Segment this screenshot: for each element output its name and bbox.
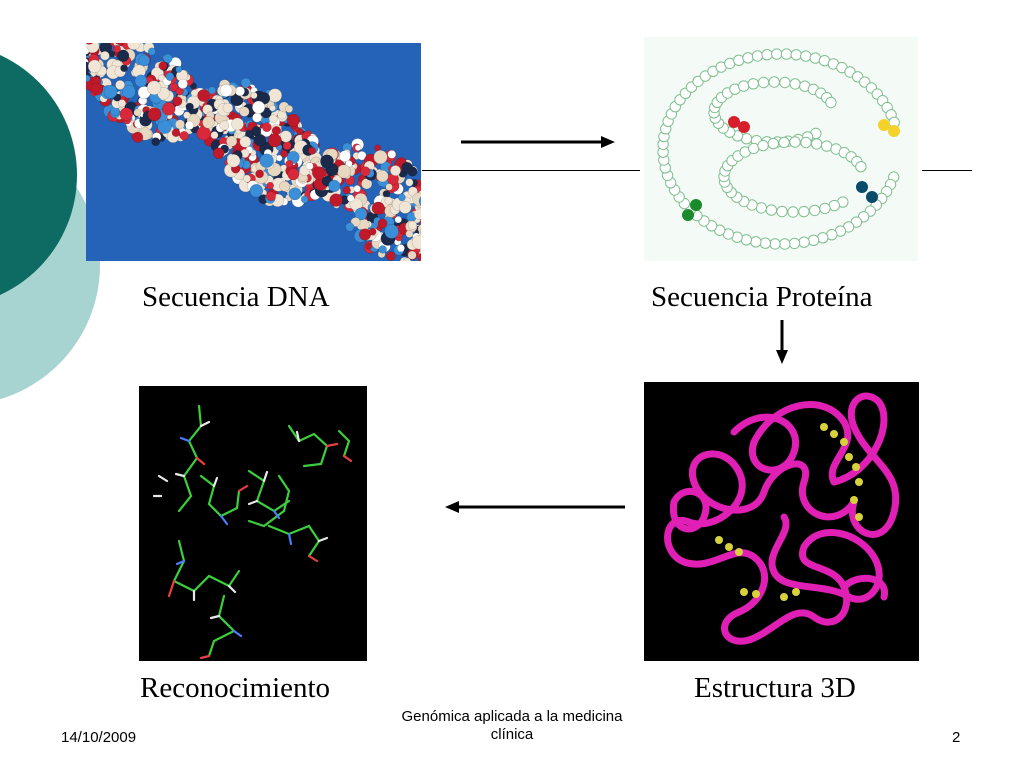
decorative-circles — [0, 55, 100, 400]
caption-dna-sequence: Secuencia DNA — [142, 281, 330, 313]
footer-title-line1: Genómica aplicada a la medicina — [401, 708, 623, 725]
footer-page-number: 2 — [952, 729, 961, 746]
protein-sequence-image — [644, 37, 918, 261]
dna-helix-image — [86, 43, 421, 261]
arrow-left-icon — [445, 501, 625, 513]
molecular-recognition-image — [139, 386, 367, 661]
footer-title: Genómica aplicada a la medicina clínica — [362, 708, 662, 744]
footer-title-line2: clínica — [490, 726, 534, 743]
footer-date: 14/10/2009 — [61, 729, 137, 746]
protein-3d-structure-image — [644, 382, 919, 661]
arrow-right-icon — [461, 136, 615, 148]
divider-line-right — [922, 170, 972, 171]
caption-recognition: Reconocimiento — [140, 672, 331, 704]
caption-structure-3d: Estructura 3D — [694, 672, 856, 704]
arrow-down-icon — [776, 320, 788, 364]
caption-protein-sequence: Secuencia Proteína — [651, 281, 873, 313]
divider-line-left — [422, 170, 640, 171]
